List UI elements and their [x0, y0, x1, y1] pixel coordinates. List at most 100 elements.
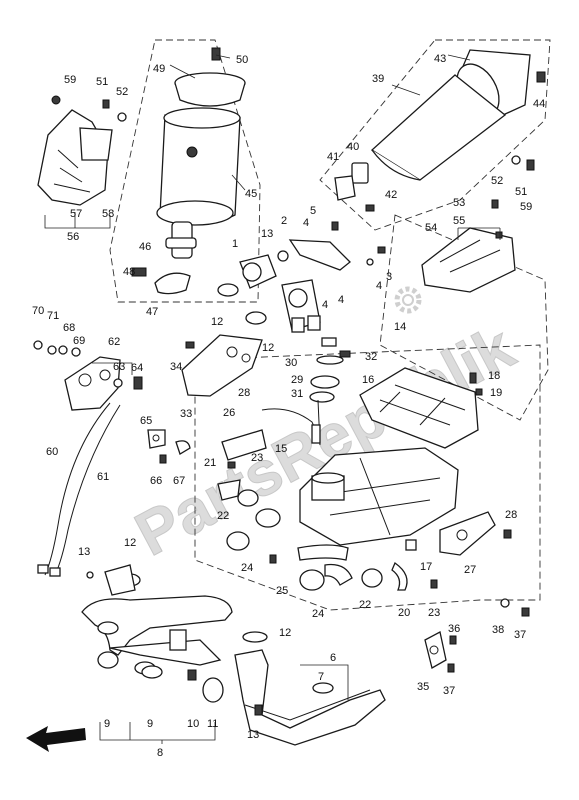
callout-label: 55	[453, 215, 465, 227]
callout-label: 67	[173, 475, 185, 487]
callout-label: 2	[281, 215, 287, 227]
callout-label: 21	[204, 457, 216, 469]
callout-label: 64	[131, 362, 143, 374]
control-cables	[37, 402, 121, 577]
callout-label: 63	[113, 361, 125, 373]
exhaust-pipe-6	[234, 631, 386, 746]
callout-label: 45	[245, 188, 257, 200]
callout-label: 8	[157, 747, 163, 759]
callout-label: 49	[153, 63, 165, 75]
muffler-left-frame	[109, 39, 261, 303]
right-muffler	[334, 49, 546, 212]
callout-label: 34	[170, 361, 182, 373]
callout-label: 40	[347, 141, 359, 153]
exhaust-header-8	[81, 564, 233, 703]
callout-label: 35	[417, 681, 429, 693]
callout-label: 24	[241, 562, 253, 574]
callout-label: 11	[207, 718, 218, 730]
callout-label: 23	[251, 452, 263, 464]
callout-label: 4	[322, 299, 328, 311]
callout-label: 9	[147, 718, 153, 730]
callout-label: 13	[78, 546, 90, 558]
callout-label: 41	[327, 151, 339, 163]
callout-label: 1	[232, 238, 238, 250]
callout-label: 12	[124, 537, 136, 549]
callout-label: 15	[275, 443, 287, 455]
callout-label: 47	[146, 306, 158, 318]
callout-label: 13	[261, 228, 273, 240]
callout-label: 38	[492, 624, 504, 636]
callout-label: 4	[376, 280, 382, 292]
callout-label: 43	[434, 53, 446, 65]
callout-label: 9	[104, 718, 110, 730]
callout-label: 37	[514, 629, 526, 641]
cable-bracket	[147, 429, 191, 464]
callout-label: 71	[47, 310, 59, 322]
right-heat-cover	[421, 199, 516, 293]
callout-label: 24	[312, 608, 324, 620]
group-lines	[44, 54, 501, 744]
callout-label: 10	[187, 718, 199, 730]
callout-label: 27	[464, 564, 476, 576]
heat-plate-16	[359, 367, 483, 449]
bracket-35	[424, 598, 530, 673]
callout-label: 62	[108, 336, 120, 348]
front-direction-arrow-icon	[26, 726, 86, 752]
callout-label: 39	[372, 73, 384, 85]
o2-sensor	[221, 408, 321, 469]
heat-shield-frame	[379, 214, 549, 421]
gaskets-left	[217, 479, 281, 564]
callout-label: 56	[67, 231, 79, 243]
callout-label: 51	[515, 186, 527, 198]
bracket-62	[33, 340, 143, 411]
callout-label: 12	[211, 316, 223, 328]
callout-label: 16	[362, 374, 374, 386]
callout-label: 7	[318, 671, 324, 683]
callout-label: 61	[97, 471, 109, 483]
callout-label: 4	[303, 217, 309, 229]
callout-label: 22	[359, 599, 371, 611]
bracket-27	[439, 511, 512, 556]
callout-label: 19	[490, 387, 502, 399]
callout-label: 6	[330, 652, 336, 664]
callout-label: 57	[70, 208, 82, 220]
callout-label: 69	[73, 335, 85, 347]
left-muffler	[131, 47, 246, 295]
callout-label: 22	[217, 510, 229, 522]
callout-label: 66	[150, 475, 162, 487]
gear-logo-icon	[394, 286, 422, 314]
mid-pipes	[297, 539, 438, 591]
catalyst-body	[299, 337, 459, 546]
callout-label: 14	[394, 321, 406, 333]
callout-label: 25	[276, 585, 288, 597]
callout-label: 60	[46, 446, 58, 458]
callout-label: 17	[420, 561, 432, 573]
callout-label: 65	[140, 415, 152, 427]
callout-label: 68	[63, 322, 75, 334]
left-heat-cover	[37, 95, 127, 206]
callout-label: 32	[365, 351, 377, 363]
callout-label: 26	[223, 407, 235, 419]
callout-label: 48	[123, 266, 135, 278]
callout-label: 28	[238, 387, 250, 399]
callout-label: 30	[285, 357, 297, 369]
callout-label: 5	[310, 205, 316, 217]
callout-label: 36	[448, 623, 460, 635]
callout-label: 29	[291, 374, 303, 386]
callout-label: 52	[491, 175, 503, 187]
exhaust-valve-assembly	[217, 221, 386, 333]
callout-label: 58	[102, 208, 114, 220]
muffler-right-frame	[319, 39, 551, 231]
callout-label: 23	[428, 607, 440, 619]
callout-label: 37	[443, 685, 455, 697]
callout-label: 33	[180, 408, 192, 420]
callout-label: 42	[385, 189, 397, 201]
callout-label: 44	[533, 98, 545, 110]
callout-label: 46	[139, 241, 151, 253]
callout-label: 54	[425, 222, 437, 234]
callout-label: 12	[279, 627, 291, 639]
callout-label: 13	[247, 729, 259, 741]
callout-label: 12	[262, 342, 274, 354]
callout-label: 59	[64, 74, 76, 86]
